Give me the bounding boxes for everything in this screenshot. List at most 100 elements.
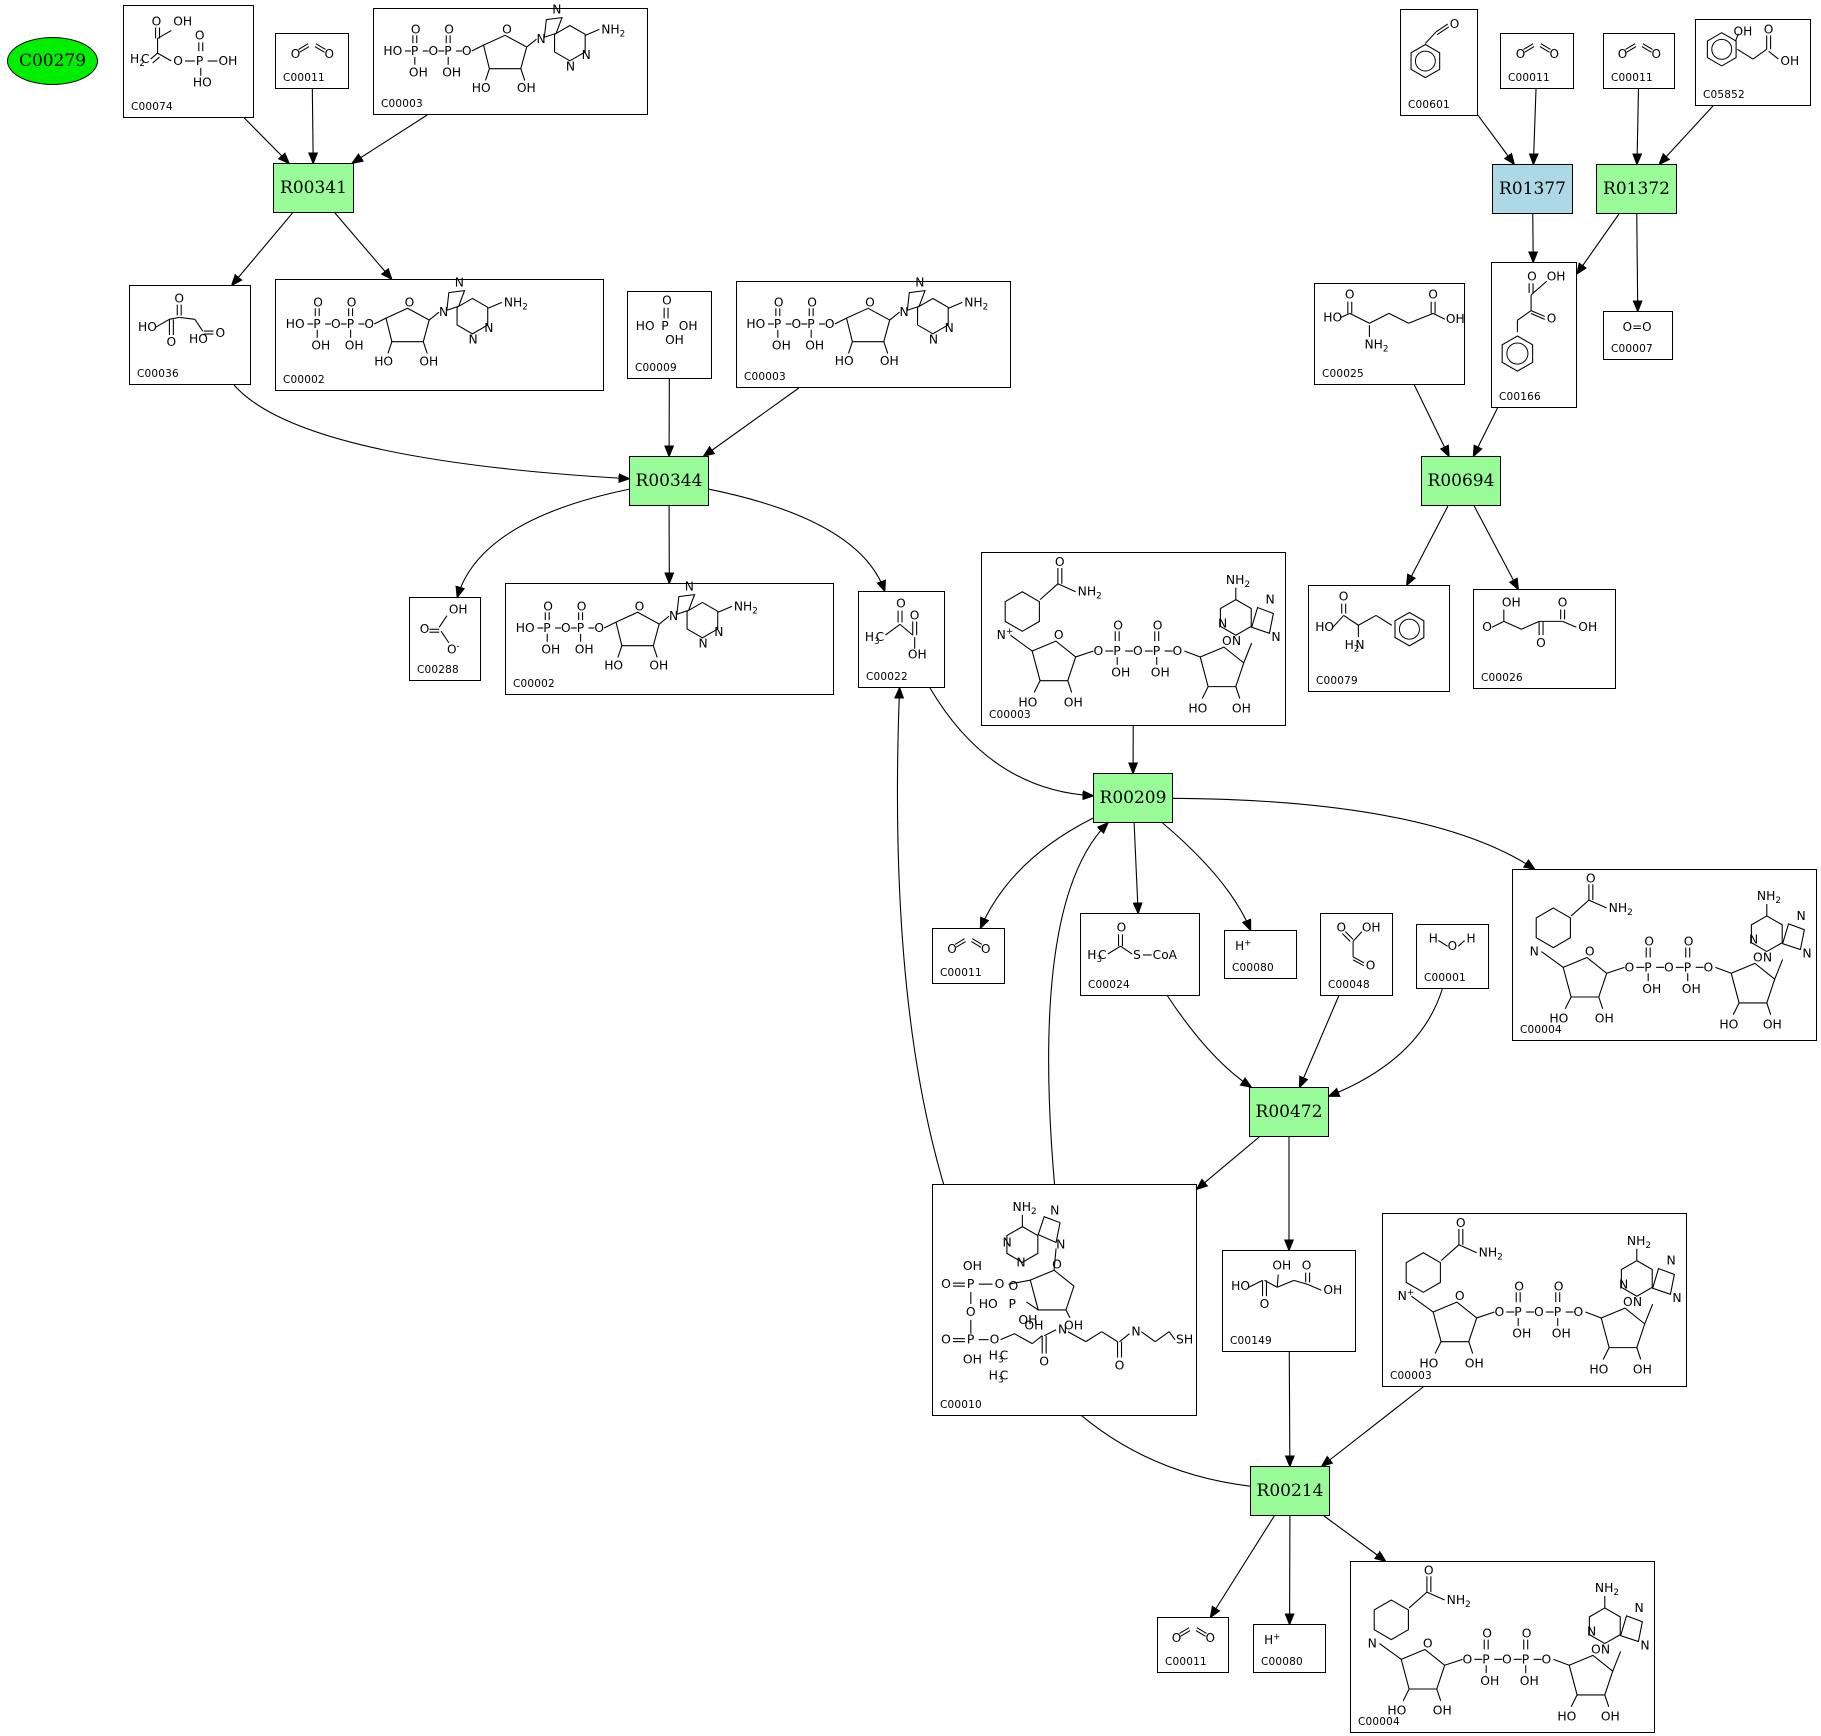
edge-R00344-to-c00288 [457, 488, 630, 597]
reaction-node-r00472[interactable]: R00472 [1249, 1087, 1329, 1137]
svg-text:OH: OH [1323, 1283, 1342, 1297]
svg-text:O: O [1516, 47, 1525, 61]
svg-text:O: O [966, 1304, 976, 1319]
reaction-node-r01372[interactable]: R01372 [1596, 164, 1677, 214]
svg-text:O: O [1554, 1279, 1564, 1293]
svg-text:N: N [1058, 1322, 1067, 1337]
svg-text:O: O [1260, 1297, 1270, 1311]
svg-text:O: O [1153, 618, 1163, 632]
svg-text:HO: HO [189, 332, 208, 346]
svg-text:O: O [1527, 269, 1537, 283]
reaction-node-r00344[interactable]: R00344 [629, 456, 709, 506]
reaction-node-r01377[interactable]: R01377 [1492, 164, 1573, 214]
svg-text:O: O [1055, 555, 1065, 569]
svg-text:S: S [1133, 948, 1141, 962]
svg-text:O: O [1222, 634, 1232, 648]
svg-text:H: H [1467, 931, 1476, 945]
svg-text:N: N [1640, 1638, 1649, 1652]
svg-text:O: O [1764, 23, 1774, 37]
svg-text:N: N [1131, 1324, 1140, 1339]
svg-text:OH: OH [1547, 269, 1566, 283]
start-compound-node[interactable]: C00279 [7, 37, 98, 85]
reaction-node-r00341[interactable]: R00341 [273, 163, 354, 213]
compound-id-label: C00003 [381, 98, 423, 110]
svg-text:HO: HO [193, 76, 212, 90]
svg-text:OH: OH [1018, 1312, 1037, 1327]
compound-node-c00080[interactable]: H+C00080 [1224, 930, 1297, 979]
svg-text:O: O [635, 599, 645, 613]
svg-text:NH2: NH2 [964, 295, 988, 312]
svg-text:N: N [566, 60, 575, 74]
svg-text:O: O [411, 22, 421, 36]
svg-text:O: O [1482, 620, 1492, 634]
compound-node-c00080[interactable]: H+C00080 [1253, 1624, 1326, 1673]
svg-text:O: O [1455, 1289, 1465, 1303]
svg-text:O: O [995, 1276, 1005, 1291]
structure-hydroxyphenylacetate: OH OOH [1706, 23, 1799, 68]
structure-oxygen: O=O [1623, 320, 1652, 334]
svg-text:HO: HO [979, 1296, 998, 1311]
edge-R00341-to-c00036 [232, 212, 293, 285]
svg-text:O: O [1502, 1652, 1512, 1666]
svg-text:HO: HO [286, 317, 305, 331]
svg-text:OH: OH [880, 354, 899, 368]
svg-text:OH: OH [575, 643, 594, 657]
svg-text:N: N [685, 580, 694, 594]
svg-text:O: O [1494, 1305, 1504, 1319]
svg-text:OH: OH [1480, 1674, 1499, 1688]
edge-c00003b-to-R00344 [704, 387, 800, 456]
svg-text:H: H [1429, 931, 1438, 945]
svg-text:N: N [669, 609, 678, 623]
svg-text:HO: HO [1557, 1710, 1576, 1724]
edge-R00214-to-c00004b [1323, 1515, 1385, 1561]
svg-text:O: O [1623, 1295, 1633, 1309]
compound-id-label: C00011 [940, 967, 982, 979]
reaction-node-r00694[interactable]: R00694 [1421, 456, 1501, 506]
svg-text:O: O [405, 295, 415, 309]
reaction-node-r00214[interactable]: R00214 [1250, 1466, 1330, 1516]
svg-text:NH2: NH2 [1595, 1581, 1619, 1598]
edge-R00472-to-c00010 [1197, 1136, 1260, 1189]
edge-R00341-to-c00002a [334, 212, 392, 279]
reaction-node-r00209[interactable]: R00209 [1093, 773, 1173, 823]
svg-text:P: P [1482, 1652, 1490, 1666]
svg-text:P: P [444, 44, 451, 58]
svg-text:O: O [807, 295, 817, 309]
svg-text:OH: OH [679, 319, 698, 333]
svg-text:OH: OH [1272, 1259, 1291, 1273]
svg-text:O-: O- [447, 642, 460, 657]
